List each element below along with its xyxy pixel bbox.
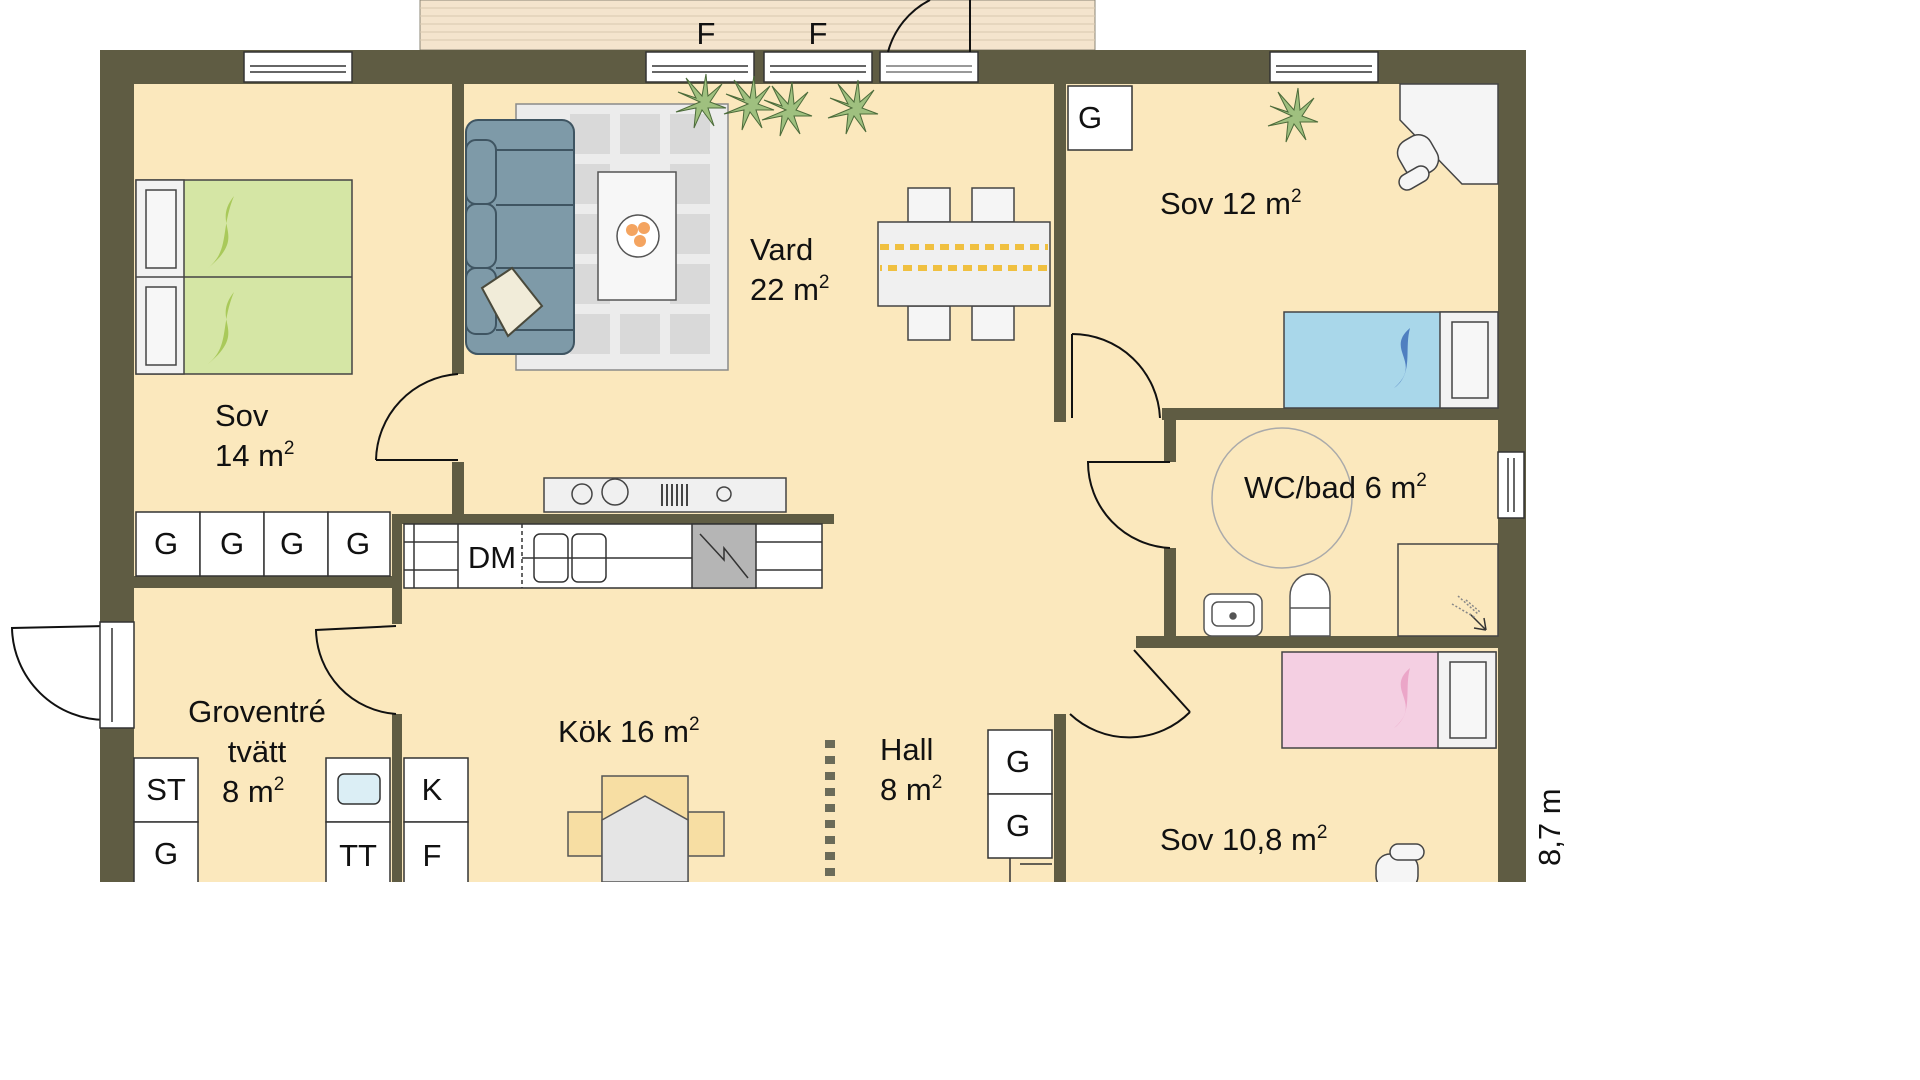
kitchen-table <box>567 775 725 882</box>
label-g-4: G <box>346 526 370 561</box>
laundry-fixtures <box>133 757 469 882</box>
label-k: K <box>422 772 443 807</box>
label-g-3: G <box>280 526 304 561</box>
label-g-laundry: G <box>154 836 178 871</box>
room-sov14-name: Sov <box>215 398 269 433</box>
floor-plan: F F Vard 22 m2 Sov 14 m2 Sov 12 m2 WC/ba… <box>10 0 1567 882</box>
room-sov14-area: 14 m2 <box>215 438 295 473</box>
bed-sov12 <box>1283 311 1499 409</box>
coffee-table <box>597 171 677 301</box>
label-st: ST <box>146 772 186 807</box>
label-f: F <box>423 838 442 873</box>
room-sov12-label: Sov 12 m2 <box>1160 186 1302 221</box>
label-g-sov12: G <box>1078 100 1102 135</box>
wardrobes-sov14 <box>135 511 391 577</box>
room-sov108-label: Sov 10,8 m2 <box>1160 822 1327 857</box>
bed-sov108 <box>1281 651 1497 749</box>
label-g-2: G <box>220 526 244 561</box>
room-vard-area: 22 m2 <box>750 272 830 307</box>
wardrobe-sov12 <box>1067 85 1133 151</box>
room-groventre-line2: tvätt <box>228 734 287 769</box>
desk-sov12 <box>1396 83 1499 191</box>
room-wc-label: WC/bad 6 m2 <box>1244 470 1427 505</box>
wardrobes-hall <box>987 729 1053 882</box>
room-hall-name: Hall <box>880 732 933 767</box>
room-kok-label: Kök 16 m2 <box>558 714 700 749</box>
dimension-label: 8,7 m <box>1532 788 1567 866</box>
window-label-f2: F <box>809 16 828 51</box>
label-tt: TT <box>339 838 377 873</box>
room-labels: Vard 22 m2 Sov 14 m2 Sov 12 m2 WC/bad 6 … <box>188 186 1427 857</box>
room-groventre-line1: Groventré <box>188 694 326 729</box>
label-g-1: G <box>154 526 178 561</box>
room-groventre-area: 8 m2 <box>222 774 284 809</box>
window-labels: F F <box>697 16 828 51</box>
terrace-door <box>879 0 979 83</box>
interior-walls <box>134 84 1498 882</box>
dining-table <box>877 187 1051 341</box>
chair-sov108 <box>1375 843 1425 882</box>
bathroom-fixtures <box>1203 427 1499 637</box>
windows <box>243 51 1525 519</box>
window-label-f1: F <box>697 16 716 51</box>
room-vard-name: Vard <box>750 232 813 267</box>
terrace <box>419 0 1096 51</box>
entrance-door-frame <box>99 621 135 729</box>
sofa <box>465 119 575 355</box>
stove <box>543 477 787 513</box>
appliance-labels: G G G G G DM ST G TT K F G G <box>146 100 1102 873</box>
room-hall-area: 8 m2 <box>880 772 942 807</box>
kitchen-counter <box>403 523 823 589</box>
double-bed <box>135 179 353 375</box>
doors <box>10 332 1191 739</box>
label-dm: DM <box>468 540 516 575</box>
label-g-hall2: G <box>1006 808 1030 843</box>
label-g-hall1: G <box>1006 744 1030 779</box>
